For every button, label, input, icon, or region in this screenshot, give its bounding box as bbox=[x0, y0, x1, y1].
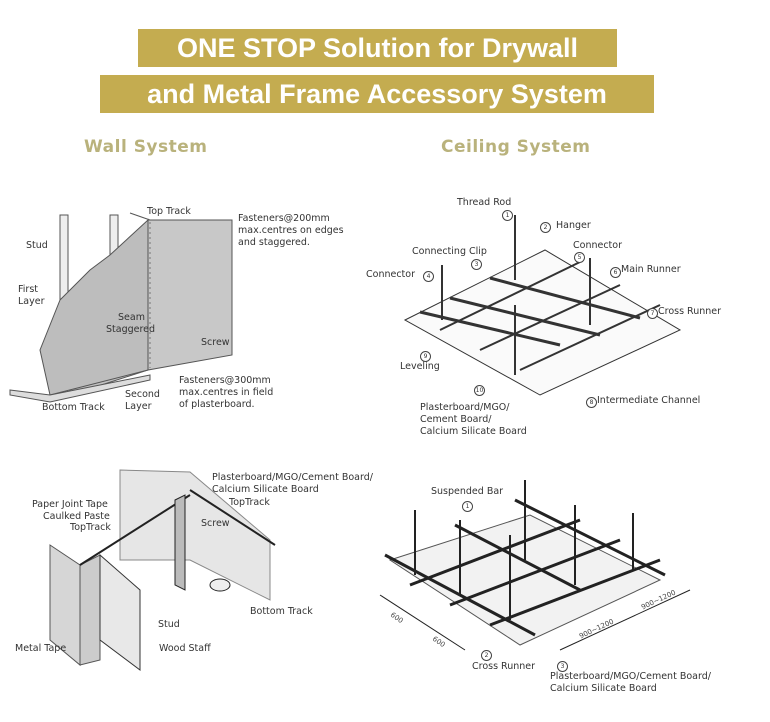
callout-9: 9 bbox=[420, 351, 431, 362]
label-cross-runner: Cross Runner bbox=[658, 306, 722, 317]
label-bottom-track: Bottom Track bbox=[42, 402, 105, 413]
label-caulked-paste: Caulked Paste bbox=[43, 511, 110, 522]
title-line-2: and Metal Frame Accessory System bbox=[100, 75, 654, 113]
label-wood-staff: Wood Staff bbox=[159, 643, 211, 654]
label-top-track: Top Track bbox=[147, 206, 191, 217]
wall-system-drawing bbox=[9, 212, 233, 403]
label-main-runner: Main Runner bbox=[621, 264, 681, 275]
label-board-2: Cement Board/ bbox=[420, 414, 492, 425]
callout-1: 1 bbox=[502, 210, 513, 221]
label-suspended-cross-runner: Cross Runner bbox=[472, 661, 536, 672]
label-fasteners200-2: max.centres on edges bbox=[238, 225, 344, 236]
label-stud: Stud bbox=[26, 240, 48, 251]
label-partition-stud: Stud bbox=[158, 619, 180, 630]
label-seam-1: Seam bbox=[118, 312, 145, 323]
ceiling-system-heading: Ceiling System bbox=[441, 137, 591, 157]
label-seam-2: Staggered bbox=[106, 324, 156, 335]
callout-10: 10 bbox=[474, 385, 485, 396]
label-partition-board-1: Plasterboard/MGO/Cement Board/ bbox=[212, 472, 373, 483]
label-fasteners200-1: Fasteners@200mm bbox=[238, 213, 330, 224]
label-first-layer-2: Layer bbox=[18, 296, 45, 307]
wall-system-heading: Wall System bbox=[84, 137, 208, 157]
label-suspended-bar: Suspended Bar bbox=[431, 486, 504, 497]
label-toptrack-left: TopTrack bbox=[70, 522, 111, 533]
label-screw: Screw bbox=[201, 337, 230, 348]
callout-7: 7 bbox=[647, 308, 658, 319]
suspended-callout-3: 3 bbox=[557, 661, 568, 672]
partition-drawing bbox=[49, 469, 276, 671]
callout-3: 3 bbox=[471, 259, 482, 270]
label-board-1: Plasterboard/MGO/ bbox=[420, 402, 510, 413]
ceiling-system-drawing bbox=[403, 215, 682, 396]
label-connecting-clip: Connecting Clip bbox=[412, 246, 487, 257]
label-hanger: Hanger bbox=[556, 220, 591, 231]
label-suspended-board-2: Calcium Silicate Board bbox=[550, 683, 657, 694]
label-fasteners300-3: of plasterboard. bbox=[179, 399, 255, 410]
label-board-3: Calcium Silicate Board bbox=[420, 426, 527, 437]
label-second-layer-2: Layer bbox=[125, 401, 152, 412]
suspended-ceiling-drawing bbox=[379, 480, 691, 651]
label-fasteners300-2: max.centres in field bbox=[179, 387, 274, 398]
callout-2: 2 bbox=[540, 222, 551, 233]
label-connector-right: Connector bbox=[573, 240, 622, 251]
label-leveling: Leveling bbox=[400, 361, 440, 372]
label-toptrack-right: TopTrack bbox=[229, 497, 270, 508]
label-intermediate-channel: Intermediate Channel bbox=[597, 395, 701, 406]
label-partition-board-2: Calcium Silicate Board bbox=[212, 484, 319, 495]
label-second-layer-1: Second bbox=[125, 389, 160, 400]
callout-4: 4 bbox=[423, 271, 434, 282]
label-suspended-board-1: Plasterboard/MGO/Cement Board/ bbox=[550, 671, 711, 682]
label-connector-left: Connector bbox=[366, 269, 415, 280]
label-first-layer-1: First bbox=[18, 284, 38, 295]
callout-5: 5 bbox=[574, 252, 585, 263]
label-metal-tape: Metal Tape bbox=[15, 643, 67, 654]
suspended-callout-1: 1 bbox=[462, 501, 473, 512]
label-fasteners200-3: and staggered. bbox=[238, 237, 310, 248]
label-paper-joint-tape: Paper Joint Tape bbox=[32, 499, 108, 510]
label-partition-screw: Screw bbox=[201, 518, 230, 529]
label-partition-bottom-track: Bottom Track bbox=[250, 606, 313, 617]
label-thread-rod: Thread Rod bbox=[457, 197, 512, 208]
label-fasteners300-1: Fasteners@300mm bbox=[179, 375, 271, 386]
callout-8: 8 bbox=[586, 397, 597, 408]
title-line-1: ONE STOP Solution for Drywall bbox=[138, 29, 617, 67]
suspended-callout-2: 2 bbox=[481, 650, 492, 661]
callout-6: 6 bbox=[610, 267, 621, 278]
